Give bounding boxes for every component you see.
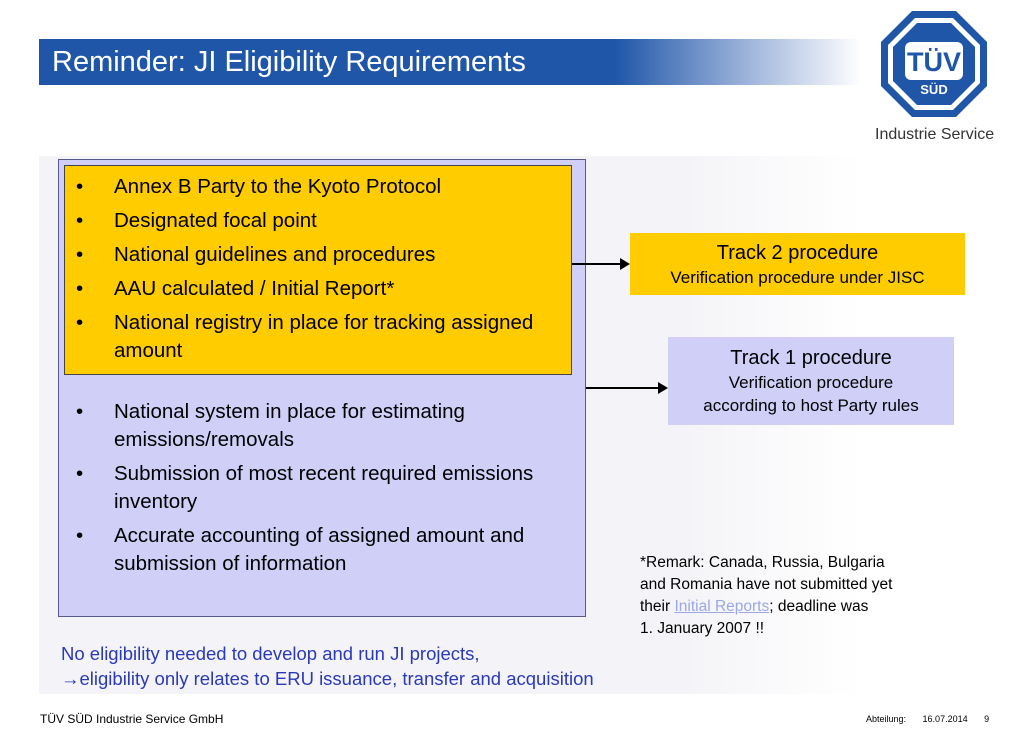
- bullet-icon: •: [76, 209, 84, 232]
- yellow-requirements-box: [64, 165, 572, 375]
- logo-subtext: SÜD: [920, 82, 947, 97]
- logo-text: TÜV: [907, 47, 961, 77]
- requirement-text: National guidelines and procedures: [114, 243, 436, 266]
- footer-page-number: 9: [984, 714, 990, 724]
- requirement-text: AAU calculated / Initial Report*: [114, 277, 395, 300]
- track2-subtitle: Verification procedure under JISC: [670, 268, 925, 287]
- bullet-icon: •: [76, 277, 84, 300]
- list-item: • AAU calculated / Initial Report*: [64, 275, 554, 303]
- lavender-requirements-list: • National system in place for estimating…: [64, 398, 564, 584]
- list-item: • Designated focal point: [64, 207, 554, 235]
- list-item: • National guidelines and procedures: [64, 241, 554, 269]
- remark-line3-post: ; deadline was: [769, 598, 869, 615]
- bullet-icon: •: [76, 243, 84, 266]
- note-line2: →eligibility only relates to ERU issuanc…: [61, 666, 594, 691]
- note-line1: No eligibility needed to develop and run…: [61, 643, 480, 664]
- track2-title: Track 2 procedure: [716, 242, 879, 264]
- note-line2-text: eligibility only relates to ERU issuance…: [79, 668, 594, 689]
- requirement-text: Accurate accounting of assigned amount a…: [114, 524, 525, 575]
- tuv-sud-logo: TÜV SÜD: [881, 11, 987, 117]
- logo-caption: Industrie Service: [875, 126, 995, 143]
- requirement-text: National system in place for estimating …: [114, 400, 465, 451]
- track1-title: Track 1 procedure: [730, 347, 892, 369]
- bullet-icon: •: [76, 400, 84, 423]
- remark-line1: *Remark: Canada, Russia, Bulgaria: [640, 554, 885, 571]
- track1-box: Track 1 procedure Verification procedure…: [668, 337, 954, 425]
- requirement-text: Designated focal point: [114, 209, 317, 232]
- remark-line4: 1. January 2007 !!: [640, 620, 765, 637]
- bullet-icon: •: [76, 311, 84, 334]
- right-arrow-icon: →: [61, 668, 80, 689]
- list-item: • Accurate accounting of assigned amount …: [64, 522, 564, 578]
- bullet-icon: •: [76, 462, 84, 485]
- requirement-text: Annex B Party to the Kyoto Protocol: [114, 175, 442, 198]
- remark-line2: and Romania have not submitted yet: [640, 576, 893, 593]
- arrow-to-track1-icon: [586, 382, 668, 394]
- remark-text: *Remark: Canada, Russia, Bulgaria and Ro…: [640, 552, 950, 640]
- list-item: • Submission of most recent required emis…: [64, 460, 564, 516]
- arrow-to-track2-icon: [572, 258, 630, 270]
- footer-date: 16.07.2014: [922, 714, 968, 724]
- slide-title: Reminder: JI Eligibility Requirements: [52, 46, 526, 78]
- remark-line3: their Initial Reports; deadline was: [640, 596, 950, 618]
- list-item: • National registry in place for tracking…: [64, 309, 554, 365]
- footer-company: TÜV SÜD Industrie Service GmbH: [40, 712, 224, 726]
- track2-box: Track 2 procedure Verification procedure…: [630, 233, 965, 295]
- requirement-text: National registry in place for tracking …: [114, 311, 534, 362]
- bullet-icon: •: [76, 524, 84, 547]
- track1-subtitle-line2: according to host Party rules: [703, 396, 919, 415]
- track1-subtitle-line1: Verification procedure: [728, 373, 894, 392]
- initial-reports-link[interactable]: Initial Reports: [674, 598, 770, 615]
- eligibility-note: No eligibility needed to develop and run…: [61, 641, 594, 691]
- footer-department-label: Abteilung:: [866, 714, 907, 724]
- list-item: • Annex B Party to the Kyoto Protocol: [64, 173, 554, 201]
- title-bar: [39, 39, 861, 85]
- remark-line3-pre: their: [640, 598, 675, 615]
- list-item: • National system in place for estimating…: [64, 398, 564, 454]
- yellow-requirements-list: • Annex B Party to the Kyoto Protocol • De…: [64, 173, 554, 371]
- requirement-text: Submission of most recent required emiss…: [114, 462, 534, 513]
- footer-meta: Abteilung: 16.07.2014 9: [866, 714, 1003, 724]
- bullet-icon: •: [76, 175, 84, 198]
